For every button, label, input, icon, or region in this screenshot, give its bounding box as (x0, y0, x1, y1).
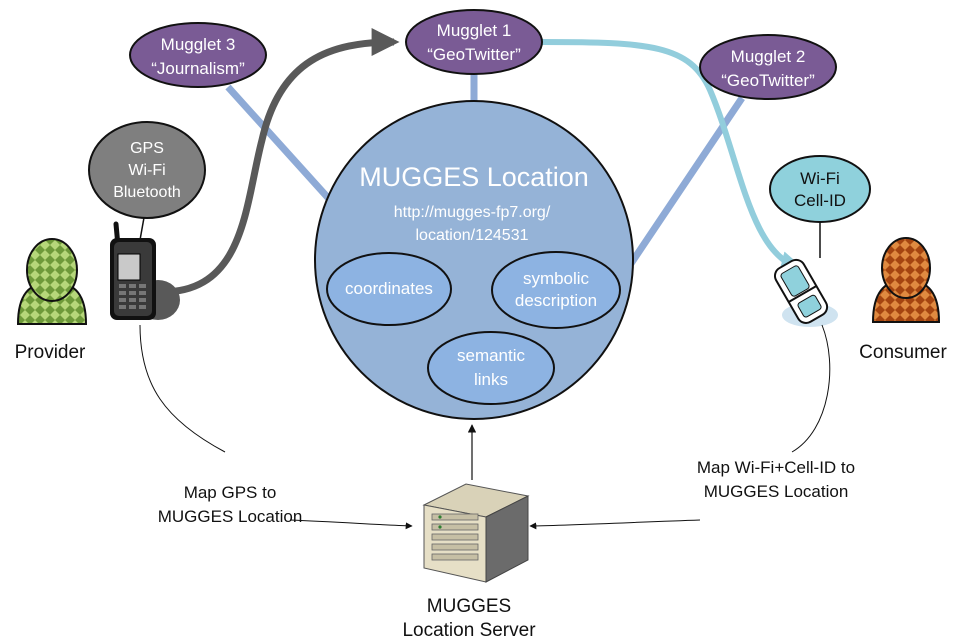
consumer-label: Consumer (859, 342, 947, 363)
consumer-tech-line2: Cell-ID (794, 191, 846, 210)
location-url-line2: location/124531 (416, 227, 529, 244)
server-label-line2: Location Server (402, 620, 536, 641)
semantic-links-ellipse (427, 331, 555, 405)
consumer-to-server-arrow (529, 519, 701, 530)
symbolic-line1: symbolic (523, 269, 590, 288)
consumer-tech-line1: Wi-Fi (800, 169, 840, 188)
consumer-person-icon (871, 237, 941, 323)
connector-m3 (225, 84, 333, 203)
consumer-tech-bubble (769, 155, 871, 223)
mugglet-3-subtitle: “Journalism” (151, 59, 245, 78)
symbolic-description-ellipse (491, 251, 621, 329)
consumer-map-line1: Map Wi-Fi+Cell-ID to (697, 458, 855, 477)
flip-phone-icon (773, 258, 838, 327)
semantic-line2: links (474, 370, 508, 389)
mugglet-3-title: Mugglet 3 (161, 35, 236, 54)
server-label-line1: MUGGES (427, 596, 511, 617)
mugglet-2-ellipse (699, 34, 837, 100)
provider-map-connector (139, 324, 226, 453)
mobile-phone-icon (110, 221, 180, 320)
provider-map-line2: MUGGES Location (158, 507, 303, 526)
provider-tech-line1: GPS (130, 140, 164, 157)
location-url-line1: http://mugges-fp7.org/ (394, 204, 551, 221)
mugglet-2-subtitle: “GeoTwitter” (721, 71, 815, 90)
mugglet-1-subtitle: “GeoTwitter” (427, 45, 521, 64)
provider-tech-line2: Wi-Fi (128, 162, 165, 179)
provider-tech-line3: Bluetooth (113, 184, 181, 201)
server-icon (422, 483, 530, 583)
provider-map-line1: Map GPS to (184, 483, 277, 502)
consumer-flow-arrow (541, 39, 805, 275)
mugglet-1-title: Mugglet 1 (437, 21, 512, 40)
semantic-line1: semantic (457, 346, 526, 365)
provider-label: Provider (15, 342, 86, 363)
provider-tech-bubble (88, 121, 206, 219)
consumer-map-connector (791, 324, 831, 453)
location-title: MUGGES Location (359, 162, 589, 192)
provider-flow-arrow (161, 28, 400, 296)
coordinates-ellipse (326, 252, 452, 326)
symbolic-line2: description (515, 291, 597, 310)
coordinates-label: coordinates (345, 279, 433, 298)
location-circle (314, 100, 634, 420)
consumer-map-line2: MUGGES Location (704, 482, 849, 501)
mugglet-2-title: Mugglet 2 (731, 47, 806, 66)
provider-to-server-arrow (289, 519, 413, 530)
mugglet-1-ellipse (405, 9, 543, 75)
provider-person-icon (16, 238, 88, 325)
mugglet-3-ellipse (129, 22, 267, 88)
